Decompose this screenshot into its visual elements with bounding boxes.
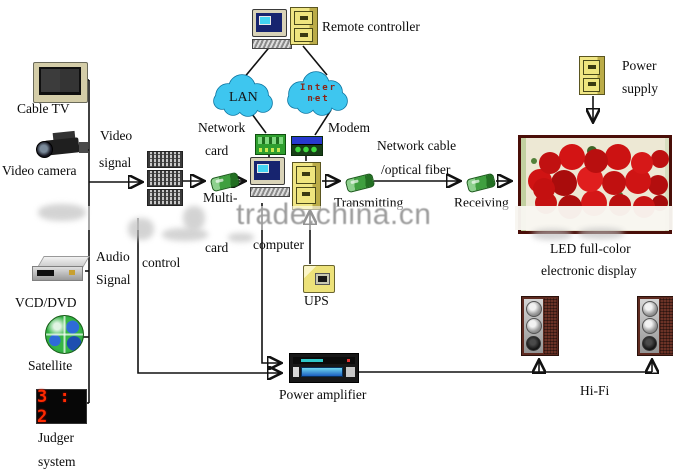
judger-scoreboard: 3 : 2 (36, 386, 87, 427)
power-amplifier-label: Power amplifier (279, 387, 367, 402)
speaker-left-icon (521, 296, 559, 356)
video-camera-icon (36, 130, 88, 162)
audio-signal-label-line2: Signal (96, 272, 131, 287)
watermark-text: trade.china.cn (236, 198, 432, 231)
video-camera-label: Video camera (2, 163, 77, 178)
remote-controller-label: Remote controller (322, 19, 420, 34)
computer-label: computer (253, 237, 304, 252)
remote-controller-pc-icon (252, 9, 292, 49)
ups-icon (303, 265, 335, 293)
network-cable-label-line1: Network cable (377, 138, 457, 153)
watermark-blob (38, 204, 86, 221)
video-signal-label-line2: signal (99, 155, 132, 170)
judger-label-line1: Judger (38, 430, 74, 445)
watermark-blob (183, 206, 205, 230)
cable-tv-label: Cable TV (17, 101, 70, 116)
power-supply-label-line2: supply (622, 81, 659, 96)
network-card-icon (255, 134, 286, 155)
ups-label: UPS (304, 293, 329, 308)
led-display-label-line2: electronic display (541, 263, 637, 278)
led-display-label-line1: LED full-color (550, 241, 631, 256)
modem-icon (291, 136, 323, 156)
satellite-label: Satellite (28, 358, 73, 373)
cable-tv-icon (33, 62, 88, 103)
speaker-right-icon (637, 296, 673, 356)
watermark-blob (162, 228, 208, 241)
computer-tower-icon (292, 162, 321, 210)
network-card-label-line2: card (205, 143, 229, 158)
remote-controller-tower-icon (290, 7, 318, 45)
rose-stems (587, 146, 597, 156)
network-cable-label-line2: /optical fiber (381, 162, 451, 177)
multi-card-label-line1: Multi- (203, 190, 238, 205)
hifi-label: Hi-Fi (580, 383, 610, 398)
watermark-blob (532, 229, 572, 240)
power-supply-icon (579, 56, 605, 95)
judger-score: 3 : 2 (37, 386, 71, 427)
modem-label: Modem (328, 120, 370, 135)
satellite-globe-icon (45, 315, 84, 354)
control-label: control (142, 255, 181, 270)
roses-image (533, 178, 555, 200)
judger-label-line2: system (38, 454, 76, 469)
lan-label: LAN (229, 90, 258, 105)
multi-card-label-line2: card (205, 240, 229, 255)
audio-signal-label-line1: Audio (96, 249, 130, 264)
vcd-dvd-label: VCD/DVD (15, 295, 77, 310)
internet-label: Inter net (300, 83, 338, 104)
video-signal-label-line1: Video (100, 128, 133, 143)
watermark-blob (578, 228, 624, 239)
watermark-band-strong (515, 206, 673, 230)
watermark-blob (228, 233, 254, 242)
power-supply-label-line1: Power (622, 58, 657, 73)
network-card-label-line1: Network (198, 120, 246, 135)
audio-signal-line (137, 218, 280, 373)
computer-pc-icon (250, 157, 290, 197)
multi-card-controller-icon (147, 151, 183, 208)
power-amplifier-icon (289, 353, 359, 383)
vcd-dvd-icon (32, 256, 90, 286)
watermark-blob (128, 218, 154, 240)
